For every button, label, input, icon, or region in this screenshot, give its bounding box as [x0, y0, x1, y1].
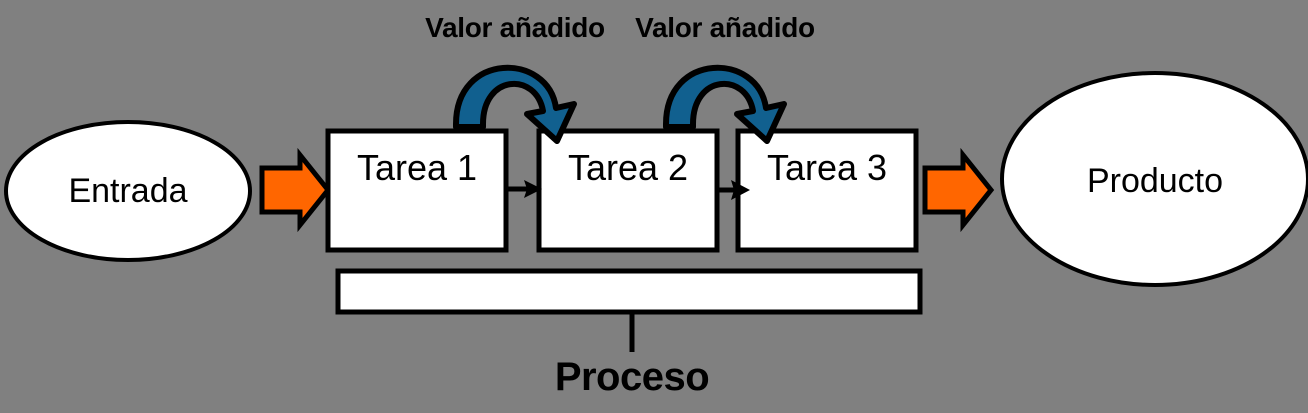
- producto-ellipse[interactable]: [1000, 71, 1308, 287]
- task-label-3: Tarea 3: [766, 147, 888, 188]
- entrada-ellipse[interactable]: [4, 120, 252, 262]
- orange-arrow-output-icon: [922, 147, 995, 233]
- connector-arrow-1-2-icon: [506, 180, 542, 198]
- proceso-label: Proceso: [554, 355, 710, 399]
- proceso-bar[interactable]: [335, 268, 923, 315]
- task-label-1: Tarea 1: [356, 147, 478, 188]
- task-box-1[interactable]: [325, 128, 509, 253]
- orange-arrow-input-icon: [259, 147, 332, 233]
- valor-anadido-curved-arrow-2-icon: [663, 64, 787, 144]
- valor-anadido-label-2: Valor añadido: [635, 12, 815, 43]
- connector-arrow-2-3-icon: [717, 180, 750, 200]
- valor-anadido-label-1: Valor añadido: [425, 12, 605, 43]
- entrada-label: Entrada: [68, 172, 188, 210]
- task-box-2[interactable]: [536, 128, 720, 253]
- valor-anadido-curved-arrow-1-icon: [453, 64, 577, 144]
- task-label-2: Tarea 2: [567, 147, 689, 188]
- producto-label: Producto: [1086, 162, 1224, 200]
